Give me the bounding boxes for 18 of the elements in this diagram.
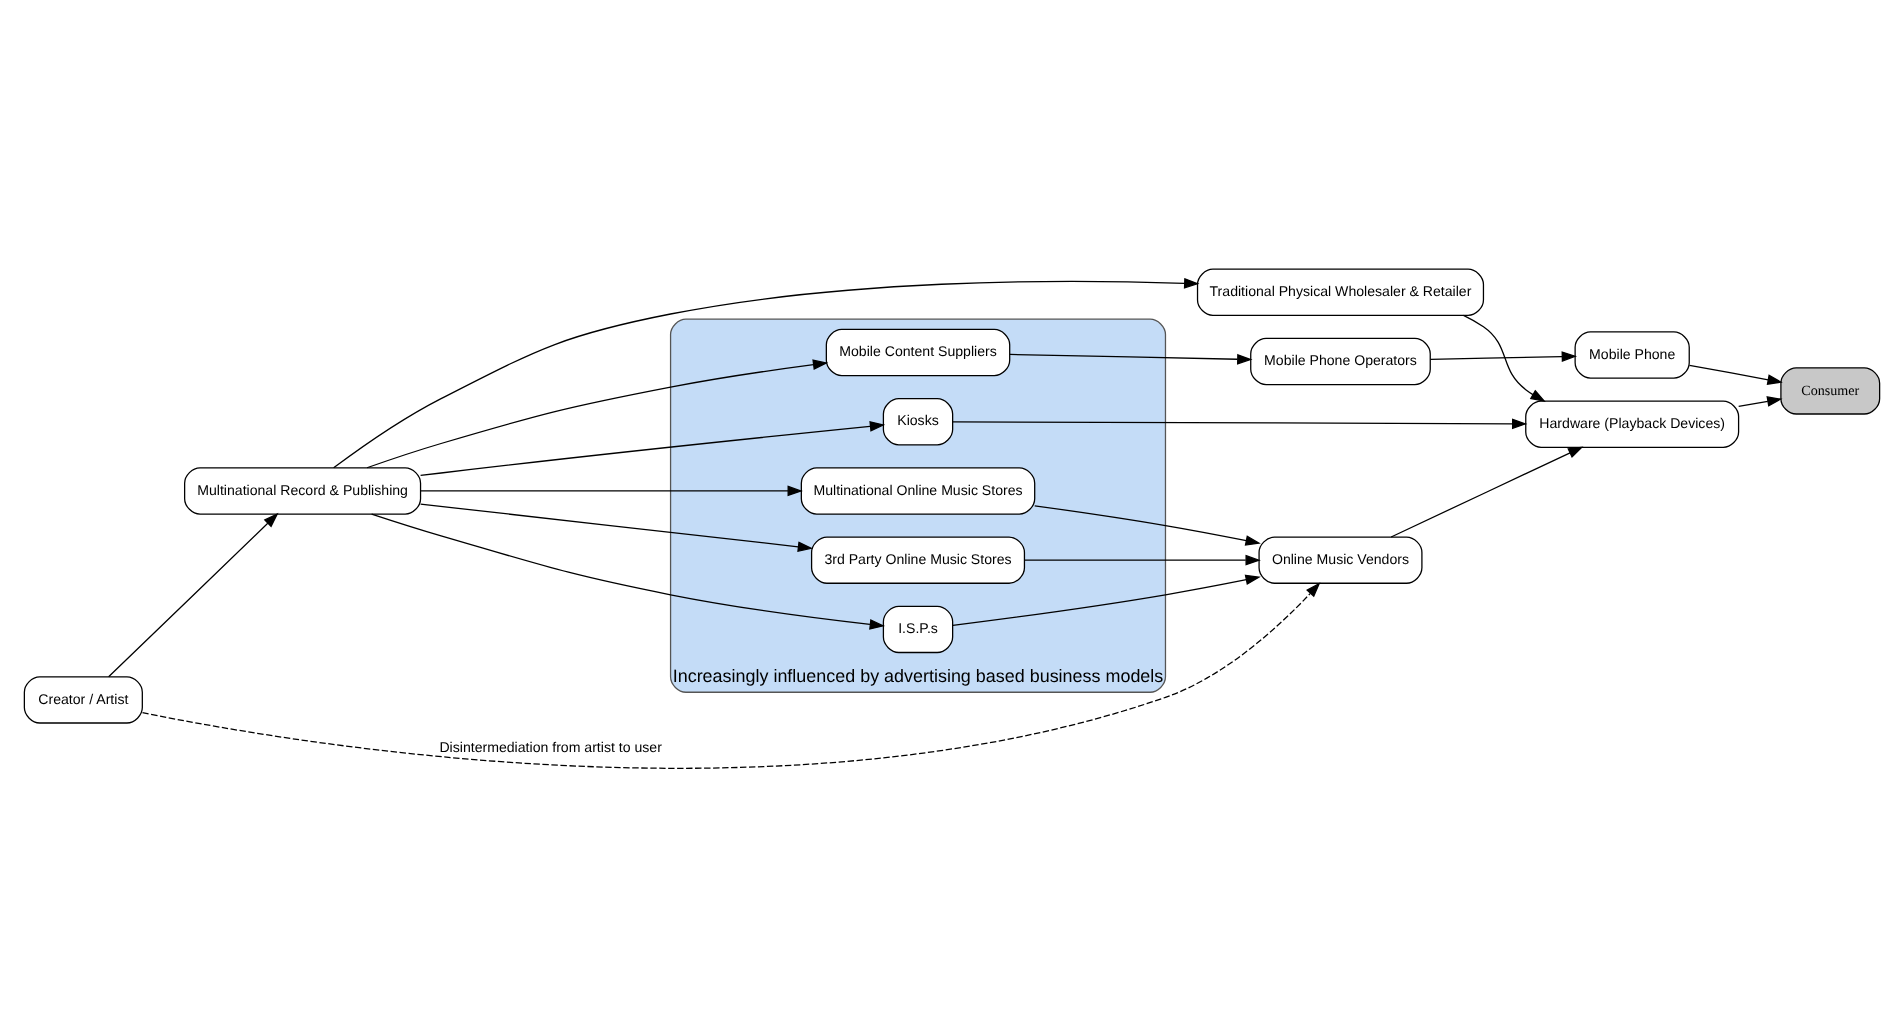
arrow <box>952 573 1261 625</box>
arrow <box>1429 350 1578 361</box>
arrow <box>108 511 279 677</box>
arrow <box>1738 395 1783 406</box>
arrow <box>419 484 803 496</box>
arrow <box>419 502 814 552</box>
arrow <box>141 581 1321 768</box>
arrow <box>1462 313 1546 401</box>
arrow <box>1024 553 1261 565</box>
arrow <box>952 417 1528 429</box>
arrow <box>419 420 886 476</box>
arrow <box>371 512 886 629</box>
arrow <box>1688 363 1783 384</box>
arrow <box>1390 445 1584 537</box>
arrow <box>333 276 1200 468</box>
arrow <box>1009 352 1253 364</box>
arrow <box>1034 504 1261 545</box>
arrow <box>366 358 829 468</box>
